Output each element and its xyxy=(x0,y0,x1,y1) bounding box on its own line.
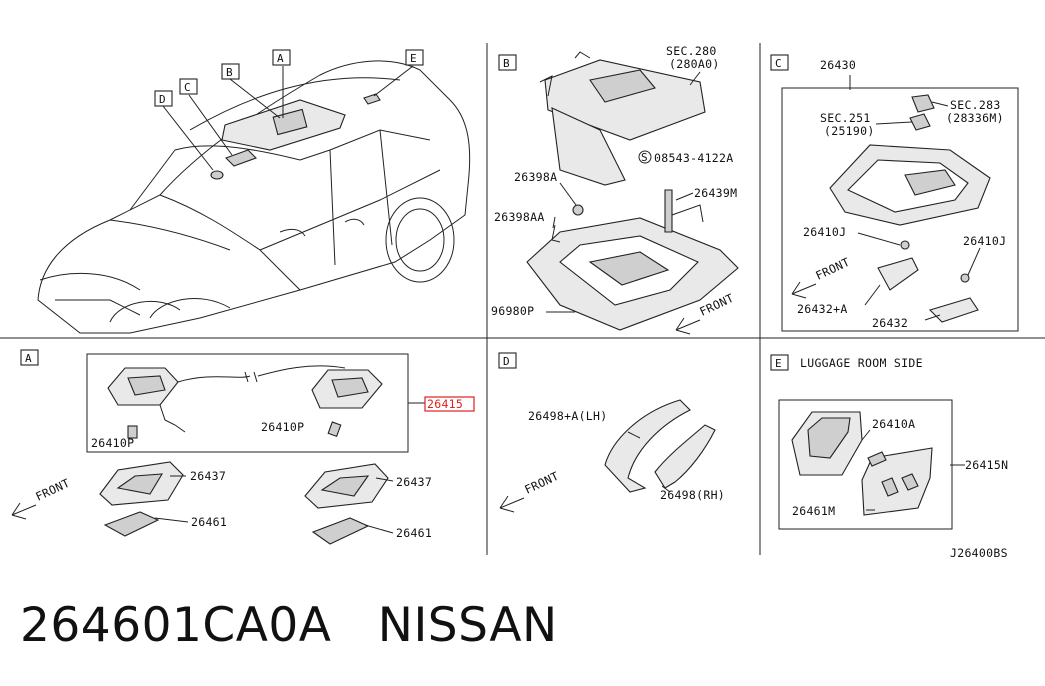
label-96980p: 96980P xyxy=(491,304,534,318)
label-sec283: SEC.283 xyxy=(950,98,1001,112)
label-luggage-room-side: LUGGAGE ROOM SIDE xyxy=(800,356,923,370)
label-26498-rh: 26498(RH) xyxy=(660,488,725,502)
front-label-d: FRONT xyxy=(522,469,561,497)
label-26398a: 26398A xyxy=(514,170,557,184)
panel-b: B xyxy=(498,51,739,331)
label-26410p-left: 26410P xyxy=(91,436,134,450)
front-label-c: FRONT xyxy=(813,255,852,283)
label-26437-left: 26437 xyxy=(190,469,226,483)
panel-b-tag: B xyxy=(503,57,510,70)
panel-c: C xyxy=(770,54,1019,332)
panel-a-tag: A xyxy=(25,352,32,365)
panel-e-tag: E xyxy=(775,357,782,370)
panel-c-tag: C xyxy=(775,57,782,70)
label-26410j-right: 26410J xyxy=(963,234,1006,248)
label-sec251-sub: (25190) xyxy=(824,124,875,138)
front-label-a: FRONT xyxy=(33,476,72,504)
label-26461-right: 26461 xyxy=(396,526,432,540)
car-callout-labels: A B C D E xyxy=(154,49,424,107)
label-sec280-sub: (280A0) xyxy=(669,57,720,71)
car-overview xyxy=(37,60,471,334)
label-sec283-sub: (28336M) xyxy=(946,111,1004,125)
label-26410j-left: 26410J xyxy=(803,225,846,239)
label-screw-prefix: S xyxy=(641,151,648,164)
label-26437-right: 26437 xyxy=(396,475,432,489)
label-26432: 26432 xyxy=(872,316,908,330)
highlight-26415 xyxy=(424,396,475,412)
label-sec280: SEC.280 xyxy=(666,44,717,58)
label-26415n: 26415N xyxy=(965,458,1008,472)
callout-a: A xyxy=(277,52,284,65)
label-screw: 08543-4122A xyxy=(654,151,733,165)
front-arrow-a: FRONT xyxy=(11,476,72,520)
panel-a-labels: 26415 26410P 26410P 26437 26437 26461 26… xyxy=(11,396,475,540)
label-26498a-lh: 26498+A(LH) xyxy=(528,409,607,423)
caption-part-number: 264601CA0A xyxy=(20,598,332,653)
label-26430: 26430 xyxy=(820,58,856,72)
callout-b: B xyxy=(226,66,233,79)
front-arrow-d: FRONT xyxy=(499,469,561,513)
label-sec251: SEC.251 xyxy=(820,111,871,125)
panel-e-labels: LUGGAGE ROOM SIDE 26410A 26415N 26461M xyxy=(792,356,1008,518)
part-caption: 264601CA0A NISSAN xyxy=(20,598,558,653)
label-26439m: 26439M xyxy=(694,186,737,200)
callout-e: E xyxy=(410,52,417,65)
panel-d-tag: D xyxy=(503,355,510,368)
front-arrow-c: FRONT xyxy=(791,255,852,299)
label-26410p-right: 26410P xyxy=(261,420,304,434)
label-26432a: 26432+A xyxy=(797,302,848,316)
callout-d: D xyxy=(159,93,166,106)
panel-d: D xyxy=(498,352,716,493)
label-26415: 26415 xyxy=(427,397,463,411)
caption-brand: NISSAN xyxy=(377,598,558,653)
panel-grid xyxy=(0,43,1045,573)
label-26398aa: 26398AA xyxy=(494,210,545,224)
panel-e: E xyxy=(770,354,965,530)
callout-c: C xyxy=(184,81,191,94)
label-26461-left: 26461 xyxy=(191,515,227,529)
diagram-code: J26400BS xyxy=(950,546,1008,560)
label-26410a: 26410A xyxy=(872,417,915,431)
label-26461m: 26461M xyxy=(792,504,835,518)
panel-a: A xyxy=(20,349,425,545)
